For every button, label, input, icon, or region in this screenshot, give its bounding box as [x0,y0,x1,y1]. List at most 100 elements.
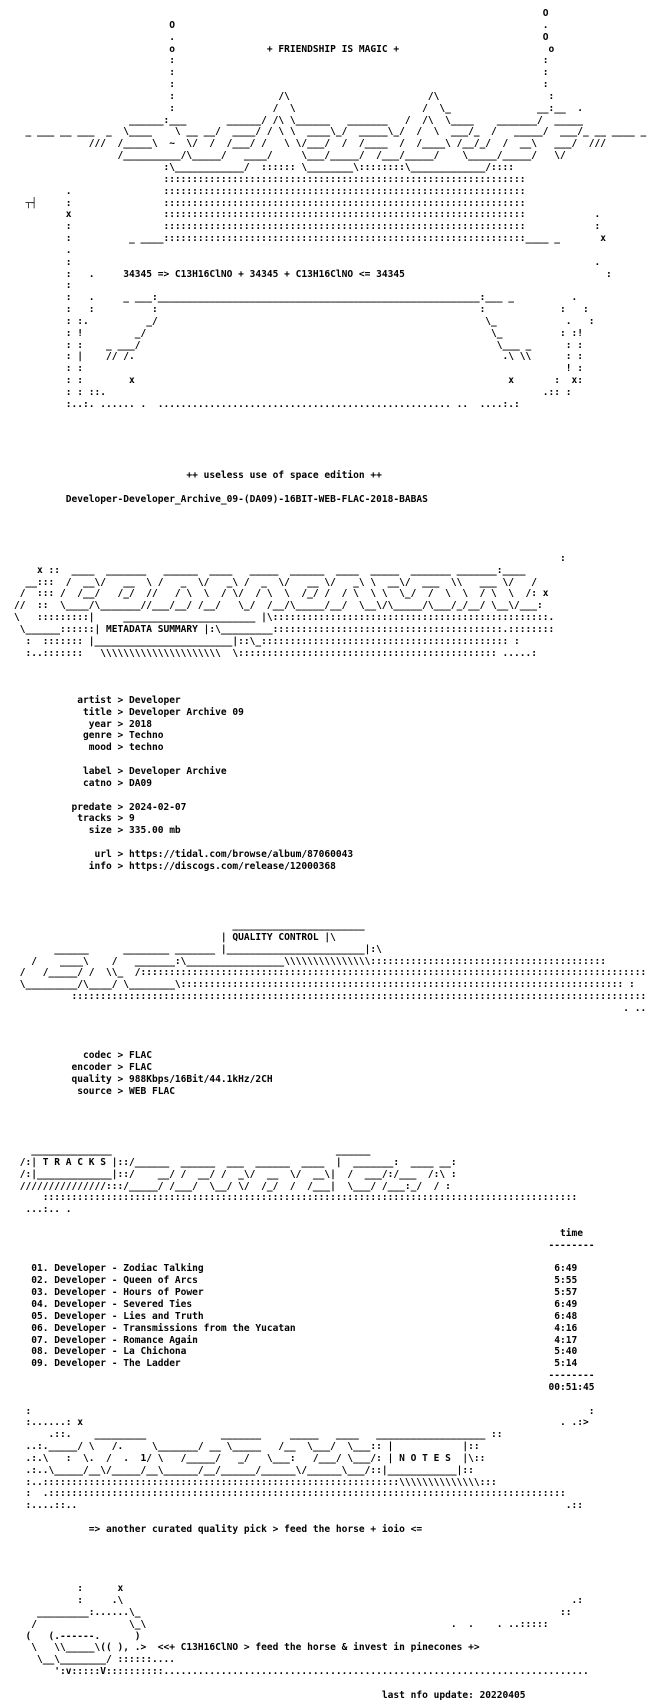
nfo-line: : : ::. .:: : [14,387,572,398]
nfo-line: . ..: [14,1002,648,1014]
nfo-line: \ \\_____\(( ), .> <<+ C13H16ClNO > feed… [14,1642,480,1654]
nfo-line: : : _ ___/ \___ _ : : [14,339,584,351]
nfo-text: O O . . O [14,8,648,1702]
nfo-line: : .\ .: [14,1595,584,1607]
nfo-line: :..::::::: \\\\\\\\\\\\\\\\\\\\\ \::::::… [14,647,538,659]
nfo-line: ::::::::::::::::::::::::::::::::::::::::… [14,991,648,1003]
nfo-line: : .:::::::::::::::::::::::::::::::::::::… [14,1488,566,1500]
nfo-line: title > Developer Archive 09 [14,706,244,718]
nfo-line: : / \ / \_ __:__ . [14,102,584,114]
nfo-line: ┬┤ : :::::::::::::::::::::::::::::::::::… [14,197,526,209]
nfo-line: => another curated quality pick > feed t… [14,1524,423,1535]
nfo-line: /// /_____\ ~ \/ / /___/ / \ \/___/ / /_… [14,138,607,150]
nfo-line: encoder > FLAC [14,1062,152,1074]
nfo-line: codec > FLAC [14,1050,152,1062]
nfo-line: quality > 988Kbps/16Bit/44.1kHz/2CH [14,1073,273,1085]
nfo-line: /__________/\_____/ ____/ \___/_____/ /_… [14,150,566,162]
nfo-line: O . [14,19,549,31]
nfo-line: ::::::::::::::::::::::::::::::::::::::::… [14,1192,578,1204]
nfo-line: . O [14,31,549,43]
nfo-line: : . 34345 => C13H16ClNO + 34345 + C13H16… [14,268,612,280]
nfo-line: : [14,280,72,292]
nfo-line: 05. Developer - Lies and Truth 6:48 [14,1310,578,1322]
nfo-line: x ::::::::::::::::::::::::::::::::::::::… [14,209,601,221]
nfo-line: :..:. ...... . .........................… [14,398,520,410]
nfo-line: ______________ ______ [14,1145,371,1156]
nfo-line: predate > 2024-02-07 [14,801,187,813]
nfo-line: ::::::::::::::::::::::::::::::::::::::::… [14,173,526,185]
nfo-line: :..:::::::::::::::::::::::::::::::::::::… [14,1476,497,1488]
nfo-line: ...:.. . [14,1204,578,1216]
nfo-line: :\____________/ :::::: \________\:::::::… [14,161,515,173]
nfo-line: time [14,1227,584,1239]
nfo-line: / \_\ . . . ..::::: [14,1618,549,1630]
nfo-line: /:|_____________|::/ __/ / __/ / _\/ __ … [14,1168,457,1180]
nfo-line: : : x x : x: [14,375,584,387]
nfo-line: info > https://discogs.com/release/12000… [14,860,336,872]
nfo-line: 07. Developer - Romance Again 4:17 [14,1334,578,1346]
nfo-line: : : : : : : [14,304,589,316]
nfo-line: 03. Developer - Hours of Power 5:57 [14,1287,578,1299]
nfo-line: / ____\ / _______:\_________________\\\\… [14,955,607,967]
nfo-line: year > 2018 [14,718,152,730]
nfo-line: : :. _/ \_ . : [14,315,595,327]
nfo-line: 09. Developer - The Ladder 5:14 [14,1358,578,1370]
nfo-line: ':v:::::V::::::::::.....................… [14,1666,589,1678]
nfo-line: _ ___ __ ___ _ \____ \ __ __/ ____/ / \ … [14,126,647,138]
nfo-line: : ! _/ \_ : :! [14,327,584,339]
nfo-line: 00:51:45 [14,1381,595,1393]
nfo-line: label > Developer Archive [14,766,227,777]
nfo-line: \______::::::| METADATA SUMMARY |:\_____… [14,623,555,635]
nfo-line: 02. Developer - Queen of Arcs 5:55 [14,1275,578,1287]
nfo-line: ++ useless use of space edition ++ [14,469,382,481]
nfo-line: :......: x . .:> [14,1417,589,1429]
nfo-line: O [14,8,549,19]
nfo-line: : [14,552,566,564]
nfo-line: ///////////////:::/_____/ /___/ \__/ \/ … [14,1180,451,1192]
nfo-line: \_________/\____/ \________\::::::::::::… [14,979,635,991]
nfo-line: x :: ____ _______ ______ ____ _____ ____… [14,564,526,576]
nfo-line: /:| T R A C K S |::/______ ______ ___ __… [14,1156,457,1168]
nfo-line: : ::::::::::::::::::::::::::::::::::::::… [14,221,601,233]
nfo-line: .:.\ : \. / . 1/ \ /_____/ _/ \___: /___… [14,1452,486,1464]
nfo-line: _________:......\_ :: [14,1606,572,1618]
nfo-line: : : [14,67,549,79]
nfo-line: 08. Developer - La Chichona 5:40 [14,1346,578,1358]
nfo-line: tracks > 9 [14,813,135,825]
nfo-line: -------- [14,1239,595,1251]
nfo-line: | QUALITY CONTROL |\ [14,931,336,943]
nfo-line: // :: \____/\_______//___/__/ /__/ \_/ /… [14,600,543,612]
nfo-line: artist > Developer [14,694,181,706]
nfo-line: : . [14,256,601,268]
nfo-line: 06. Developer - Transmissions from the Y… [14,1322,578,1334]
nfo-line: genre > Techno [14,730,164,742]
nfo-line: : | // /. .\ \\ : : [14,351,584,363]
nfo-line: url > https://tidal.com/browse/album/870… [14,848,354,860]
nfo-line: -------- [14,1370,595,1382]
nfo-line: catno > DA09 [14,777,152,789]
nfo-line: Developer-Developer_Archive_09-(DA09)-16… [14,493,428,505]
nfo-line: : /\ /\ : [14,90,555,102]
nfo-line: : : [14,1405,595,1417]
nfo-line: : : [14,79,549,91]
nfo-line: : x [14,1583,124,1595]
nfo-line: . [14,244,72,256]
nfo-line: : ::::::: |________________________|::\_… [14,635,520,647]
nfo-line: : : ! : [14,363,584,375]
nfo-line: .:..\_____/__\/_____/__\______/__/______… [14,1464,474,1476]
nfo-line: .::. _________ _______ _____ ____ ______… [14,1429,503,1441]
nfo-line: 04. Developer - Severed Ties 6:49 [14,1298,578,1310]
nfo-line: source > WEB FLAC [14,1085,175,1097]
nfo-line: _______________________ [14,919,365,931]
nfo-line: ( (.------. ) [14,1630,543,1642]
nfo-line: :....::.. .:: [14,1500,584,1512]
nfo-line: / ::: / /__/ /_/ // / \ \ / \/ / \ \ /_/… [14,588,549,600]
nfo-line: : . _ ___:______________________________… [14,292,578,304]
nfo-line: last nfo update: 20220405 [14,1689,526,1701]
nfo-line: 01. Developer - Zodiac Talking 6:49 [14,1263,578,1275]
nfo-line: __::: / __\/ __ \ / _ \/ _\ / _ \/ __ \/… [14,576,538,588]
nfo-line: ..:._____/ \ /. \_______/ __ \_____ /__ … [14,1441,480,1453]
nfo-line: mood > techno [14,742,164,754]
nfo-line: \ :::::::::| _______________________ |\:… [14,612,555,624]
nfo-line: ______:___ ______/ /\ \______ _______ / … [14,114,584,126]
